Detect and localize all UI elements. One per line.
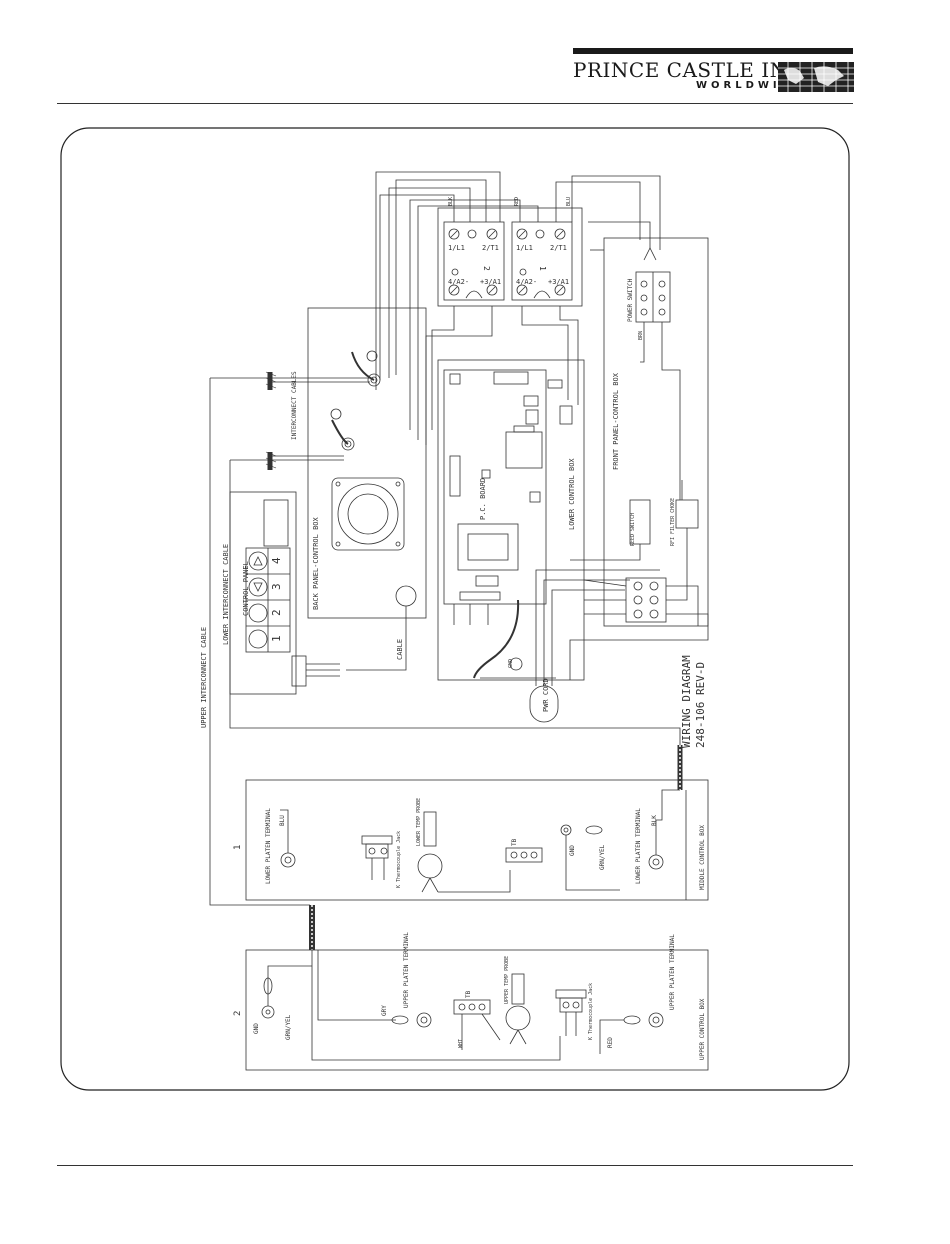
pc-board	[443, 369, 547, 605]
lower-control-box-label: LOWER CONTROL BOX	[568, 458, 576, 530]
blu-wire-label: BLU	[566, 197, 572, 206]
brand-tagline: WORLDWIDE	[696, 80, 804, 91]
pwr-cord-label: PWR CORD	[542, 678, 550, 712]
terminal-block	[625, 577, 667, 623]
wht-upper-label: WHT	[458, 1039, 464, 1048]
globe-logo-icon	[778, 62, 854, 92]
control-panel-box	[229, 491, 297, 695]
upper-interconnect-label: UPPER INTERCONNECT CABLE	[200, 627, 208, 728]
cable-label: CABLE	[396, 639, 404, 660]
upper-control-box	[245, 949, 709, 1071]
gnd-lower-label: GND	[569, 845, 576, 856]
rfi-filter-label: RFI FILTER CHOKE	[670, 498, 676, 546]
interconnect-cables-label: INTERCONNECT CABLES	[291, 371, 298, 440]
red-upper-label: RED	[607, 1037, 614, 1048]
back-panel-box	[307, 307, 427, 619]
relay-1	[511, 221, 573, 301]
gry-label: GRY	[381, 1005, 388, 1016]
tb-upper-label: TB	[465, 990, 472, 998]
relay-1-a2-label: 4/A2-	[516, 278, 537, 286]
reed-switch-label: REED SWITCH	[630, 513, 636, 546]
k-jack-lower-label: K Thermocouple Jack	[396, 831, 402, 888]
upper-platen-terminal-2-label: UPPER PLATEN TERMINAL	[669, 934, 676, 1010]
relay-2-a1-label: +3/A1	[480, 278, 501, 286]
middle-control-box	[245, 779, 709, 901]
tb-lower-label: TB	[511, 838, 518, 846]
middle-box-number: 1	[233, 845, 243, 850]
key-4-label: 4	[270, 557, 283, 564]
speaker	[331, 477, 405, 551]
relay-1-a1-label: +3/A1	[548, 278, 569, 286]
back-panel-label: BACK PANEL-CONTROL BOX	[312, 516, 320, 610]
logo-bar	[573, 48, 853, 54]
grn-yel-upper-label: GRN/YEL	[285, 1014, 292, 1040]
diagram-title-line1: WIRING DIAGRAM	[680, 655, 693, 748]
relay-1-l1-label: 1/L1	[516, 244, 533, 252]
relay-1-number: 1	[538, 266, 547, 271]
upper-temp-probe-label: UPPER TEMP PROBE	[504, 956, 510, 1004]
upper-platen-terminal-1-label: UPPER PLATEN TERMINAL	[403, 932, 410, 1008]
grn-yel-lower-label: GRN/YEL	[599, 844, 606, 870]
control-panel-label: CONTROL PANEL	[242, 561, 250, 616]
gnd-pcb-label: GND	[508, 659, 514, 668]
page-header: PRINCE CASTLE INC. WORLDWIDE	[0, 0, 950, 110]
relay-2-t1-label: 2/T1	[482, 244, 499, 252]
blu-middle-label: BLU	[279, 815, 286, 826]
middle-box-label: MIDDLE CONTROL BOX	[699, 825, 706, 890]
lower-control-box	[437, 359, 585, 681]
relay-2-number: 2	[482, 266, 491, 271]
lower-platen-terminal-2-label: LOWER PLATEN TERMINAL	[635, 808, 642, 884]
blk-wire-label: BLK	[448, 197, 454, 206]
front-panel-box	[603, 237, 709, 627]
pc-board-label: P.C. BOARD	[479, 478, 487, 520]
footer-rule	[57, 1165, 853, 1166]
brand-name: PRINCE CASTLE INC.	[573, 58, 810, 82]
brn-wire-label: BRN	[638, 331, 644, 340]
blk-middle-label: BLK	[651, 815, 658, 826]
rfi-filter-choke	[675, 499, 699, 529]
power-switch-label: POWER SWITCH	[627, 278, 634, 322]
relay-block	[437, 207, 583, 307]
gnd-upper-label: GND	[253, 1023, 260, 1034]
diagram-border	[60, 127, 850, 1091]
lower-temp-probe-label: LOWER TEMP PROBE	[416, 798, 422, 846]
lower-platen-terminal-1-label: LOWER PLATEN TERMINAL	[265, 808, 272, 884]
upper-box-number: 2	[233, 1011, 243, 1016]
relay-2	[443, 221, 505, 301]
diagram-title-line2: 248-106 REV-D	[694, 662, 707, 748]
key-1-label: 1	[270, 635, 283, 642]
front-panel-label: FRONT PANEL-CONTROL BOX	[612, 372, 620, 470]
relay-2-a2-label: 4/A2-	[448, 278, 469, 286]
relay-2-l1-label: 1/L1	[448, 244, 465, 252]
key-2-label: 2	[270, 609, 283, 616]
key-3-label: 3	[270, 583, 283, 590]
upper-box-label: UPPER CONTROL BOX	[699, 998, 706, 1060]
lower-interconnect-label: LOWER INTERCONNECT CABLE	[222, 544, 230, 645]
relay-1-t1-label: 2/T1	[550, 244, 567, 252]
k-jack-upper-label: K Thermocouple Jack	[588, 983, 594, 1040]
red-wire-label: RED	[514, 197, 520, 206]
header-rule	[57, 103, 853, 104]
